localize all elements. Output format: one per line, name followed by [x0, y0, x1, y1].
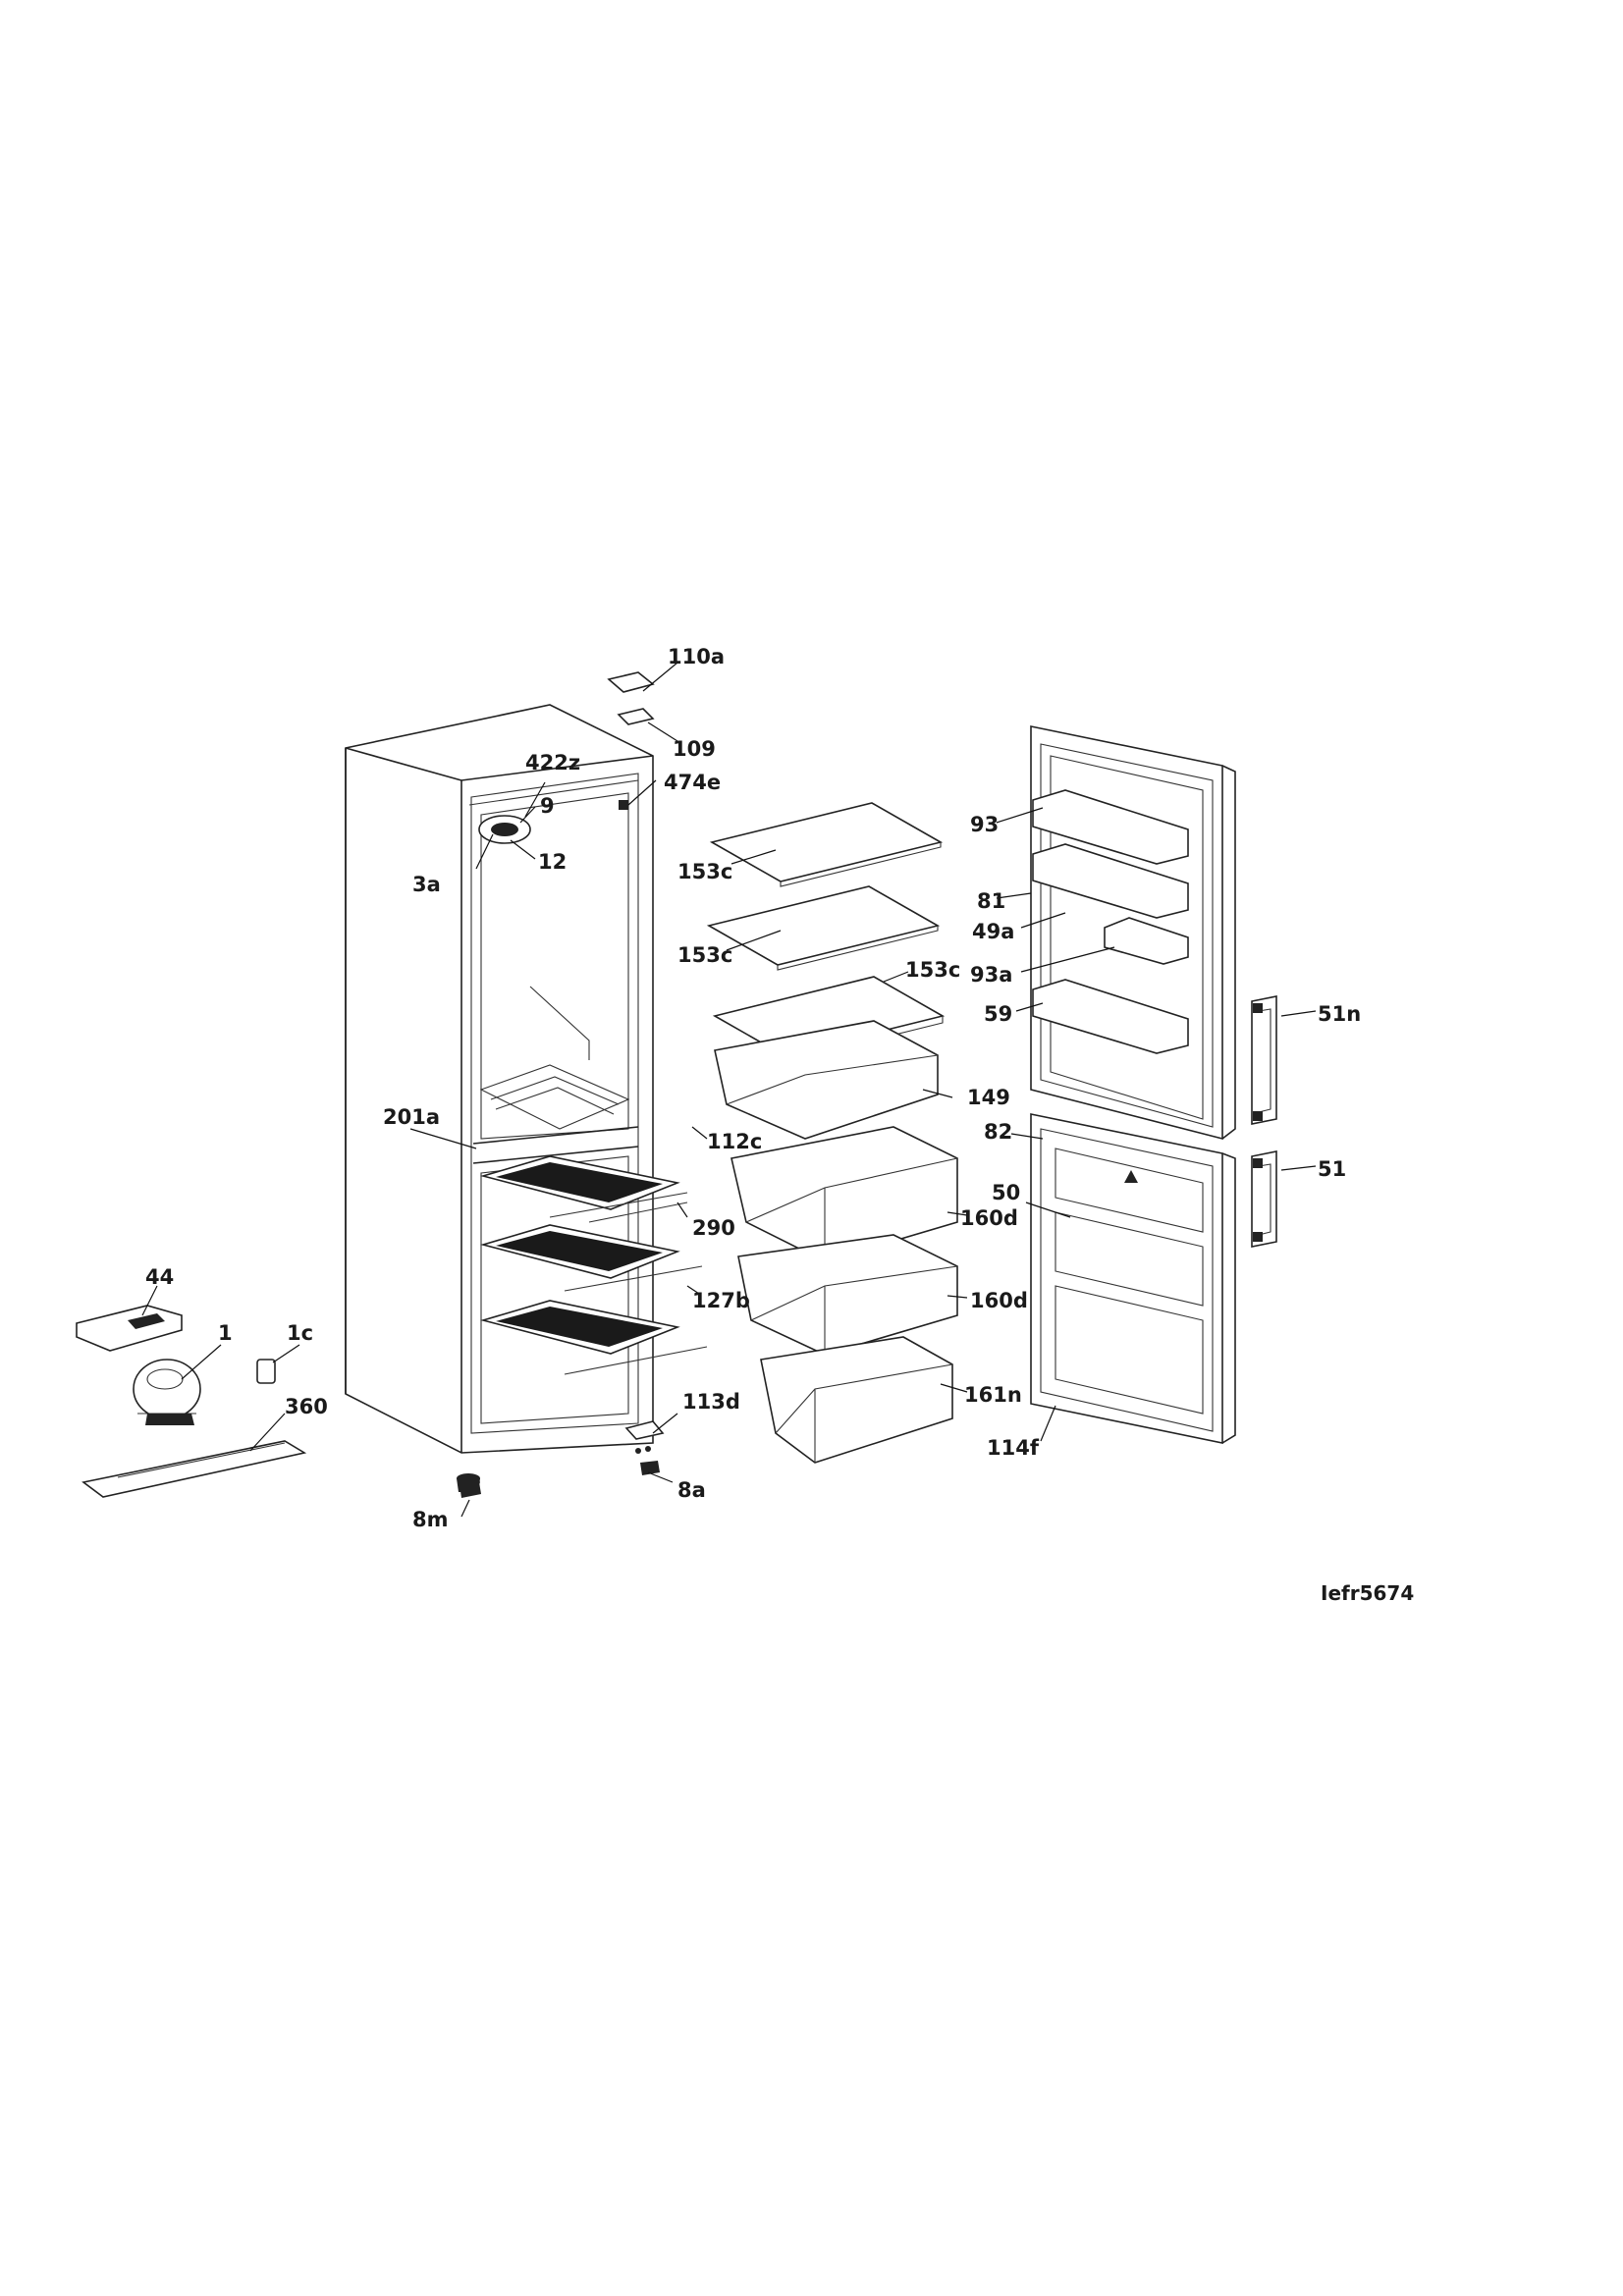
label-51n: 51n — [1318, 1002, 1361, 1026]
label-8m: 8m — [412, 1508, 449, 1531]
label-360: 360 — [285, 1395, 328, 1418]
freezer-rack-middle — [480, 1224, 703, 1292]
label-113d: 113d — [682, 1390, 740, 1414]
top-hinge — [607, 671, 655, 725]
label-201a: 201a — [383, 1105, 440, 1129]
drawer-160d-lower — [737, 1234, 958, 1356]
label-3a: 3a — [412, 873, 441, 896]
drawer-161n — [760, 1336, 953, 1464]
label-12: 12 — [538, 850, 567, 874]
label-110a: 110a — [668, 645, 725, 668]
label-114f: 114f — [987, 1436, 1040, 1460]
label-422z: 422z — [525, 751, 580, 774]
label-161n: 161n — [964, 1383, 1022, 1407]
glass-shelf-2 — [706, 885, 941, 971]
drawer-160d-upper — [730, 1126, 958, 1262]
label-153c-3: 153c — [905, 958, 960, 982]
reference-code: Iefr5674 — [1321, 1581, 1414, 1605]
label-8a: 8a — [677, 1478, 706, 1502]
label-160d-1: 160d — [960, 1206, 1018, 1230]
label-51: 51 — [1318, 1157, 1346, 1181]
part-labels: 110a 109 422z 9 474e 12 3a 153c 153c 153… — [145, 645, 1361, 1531]
glass-shelf-1 — [709, 802, 944, 887]
label-59: 59 — [984, 1002, 1012, 1026]
label-9: 9 — [540, 794, 555, 818]
door-bins — [1032, 789, 1189, 1054]
label-290: 290 — [692, 1216, 735, 1240]
label-81: 81 — [977, 889, 1005, 913]
label-1: 1 — [218, 1321, 233, 1345]
label-109: 109 — [673, 737, 716, 761]
compressor-group — [76, 1305, 307, 1498]
label-153c-2: 153c — [677, 943, 732, 967]
label-153c-1: 153c — [677, 860, 732, 883]
label-49a: 49a — [972, 920, 1014, 943]
label-93a: 93a — [970, 963, 1012, 987]
handle-51 — [1251, 1150, 1277, 1248]
cabinet-body — [345, 704, 654, 1454]
foot-8m — [457, 1473, 480, 1492]
label-474e: 474e — [664, 771, 721, 794]
handle-51n — [1251, 995, 1277, 1125]
label-44: 44 — [145, 1265, 174, 1289]
crisper-cover-149 — [714, 1020, 939, 1140]
upper-door — [1030, 725, 1236, 1141]
label-1c: 1c — [287, 1321, 313, 1345]
leader-lines — [141, 662, 1317, 1518]
label-127b: 127b — [692, 1289, 750, 1312]
freezer-rack-top — [480, 1155, 688, 1223]
feet-and-bottom-hinge — [459, 1420, 665, 1498]
lower-door — [1030, 1113, 1236, 1444]
label-93: 93 — [970, 813, 999, 836]
label-82: 82 — [984, 1120, 1012, 1144]
label-160d-2: 160d — [970, 1289, 1028, 1312]
label-112c: 112c — [707, 1130, 762, 1153]
label-50: 50 — [992, 1181, 1020, 1204]
freezer-rack-bottom — [480, 1300, 708, 1375]
label-149: 149 — [967, 1086, 1010, 1109]
